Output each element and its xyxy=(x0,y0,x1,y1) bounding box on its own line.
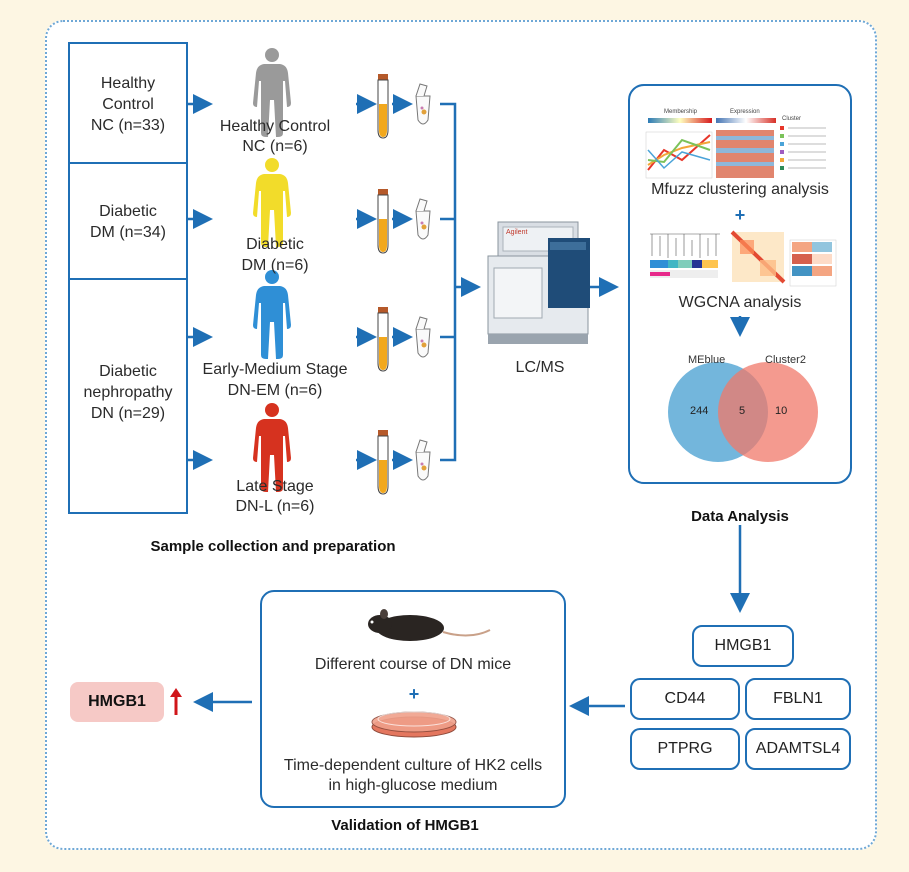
group-dm-line2: DM (n=34) xyxy=(89,224,167,241)
validation-caption: Validation of HMGB1 xyxy=(331,817,479,834)
group-nc-line2: Control xyxy=(102,96,154,113)
group-nc-line1: Healthy xyxy=(100,75,156,92)
venn-overlap-count: 5 xyxy=(739,405,746,417)
petri-dish-icon xyxy=(371,711,457,738)
subgroup-em-line1: Early-Medium Stage xyxy=(202,361,348,378)
group-box-dn xyxy=(68,278,188,514)
blood-tube-icon xyxy=(377,306,389,372)
gene-label: HMGB1 xyxy=(714,637,772,654)
gene-box-ptprg: PTPRG xyxy=(630,728,740,770)
gene-label: ADAMTSL4 xyxy=(755,740,841,757)
subgroup-hc-line1: Healthy Control xyxy=(219,118,331,135)
wgcna-thumbnail xyxy=(650,230,837,287)
data-analysis-panel xyxy=(628,84,852,484)
subgroup-em-line2: DN-EM (n=6) xyxy=(227,382,323,399)
data-analysis-caption: Data Analysis xyxy=(691,508,789,525)
validation-panel xyxy=(260,590,566,808)
venn-right-count: 10 xyxy=(775,405,788,417)
person-icon-em xyxy=(253,270,291,359)
wgcna-label: WGCNA analysis xyxy=(678,294,802,311)
mouse-icon xyxy=(368,609,491,641)
blood-tube-icon xyxy=(377,429,389,495)
venn-right-name: Cluster2 xyxy=(765,354,806,366)
validation-mice-label: Different course of DN mice xyxy=(314,656,512,673)
sample-caption: Sample collection and preparation xyxy=(150,538,396,555)
sample-vial-icon xyxy=(415,439,431,481)
mfuzz-legend-membership: Membership xyxy=(664,109,698,115)
sample-vial-icon xyxy=(415,316,431,358)
sample-vial-icon xyxy=(415,198,431,240)
sample-vial-icon xyxy=(415,83,431,125)
group-dn-line3: DN (n=29) xyxy=(90,405,166,422)
gene-label: PTPRG xyxy=(657,740,713,757)
venn-circle-cluster2 xyxy=(718,362,818,462)
instrument-brand: Agilent xyxy=(506,229,528,236)
subgroup-hc-line2: NC (n=6) xyxy=(242,138,308,155)
blood-tube-icon xyxy=(377,73,389,139)
mfuzz-thumbnail xyxy=(645,118,826,179)
venn-left-name: MEblue xyxy=(688,354,726,366)
subgroup-dm-line2: DM (n=6) xyxy=(241,257,309,274)
subgroup-late-line1: Late Stage xyxy=(236,478,314,495)
mfuzz-label: Mfuzz clustering analysis xyxy=(651,181,829,198)
gene-box-adamtsl4: ADAMTSL4 xyxy=(745,728,851,770)
lcms-instrument-icon xyxy=(487,221,590,344)
gene-label: FBLN1 xyxy=(773,690,823,707)
gene-box-fbln1: FBLN1 xyxy=(745,678,851,720)
subgroup-dm-line1: Diabetic xyxy=(246,236,304,253)
result-label: HMGB1 xyxy=(88,693,146,710)
gene-box-hmgb1: HMGB1 xyxy=(692,625,794,667)
group-dm-line1: Diabetic xyxy=(99,203,157,220)
person-icon-dm xyxy=(253,158,291,247)
group-arrows xyxy=(188,94,213,470)
up-arrow-icon xyxy=(170,688,182,715)
group-dn-line1: Diabetic xyxy=(99,363,157,380)
venn-left-count: 244 xyxy=(690,405,709,417)
mfuzz-legend-cluster: Cluster xyxy=(782,116,802,122)
group-nc-line3: NC (n=33) xyxy=(90,117,166,134)
gene-box-cd44: CD44 xyxy=(630,678,740,720)
group-dn-line2: nephropathy xyxy=(83,384,173,401)
mfuzz-legend-expression: Expression xyxy=(730,109,760,115)
blood-tube-icon xyxy=(377,188,389,254)
validation-cells-line2: in high-glucose medium xyxy=(328,777,498,794)
instrument-label: LC/MS xyxy=(515,359,565,376)
analysis-plus: + xyxy=(734,205,746,225)
validation-cells-line1: Time-dependent culture of HK2 cells xyxy=(283,757,543,774)
gene-label: CD44 xyxy=(664,690,706,707)
validation-plus: + xyxy=(408,684,420,704)
subgroup-late-line2: DN-L (n=6) xyxy=(235,498,315,515)
collect-bracket xyxy=(440,102,481,462)
result-badge: HMGB1 xyxy=(70,682,164,722)
